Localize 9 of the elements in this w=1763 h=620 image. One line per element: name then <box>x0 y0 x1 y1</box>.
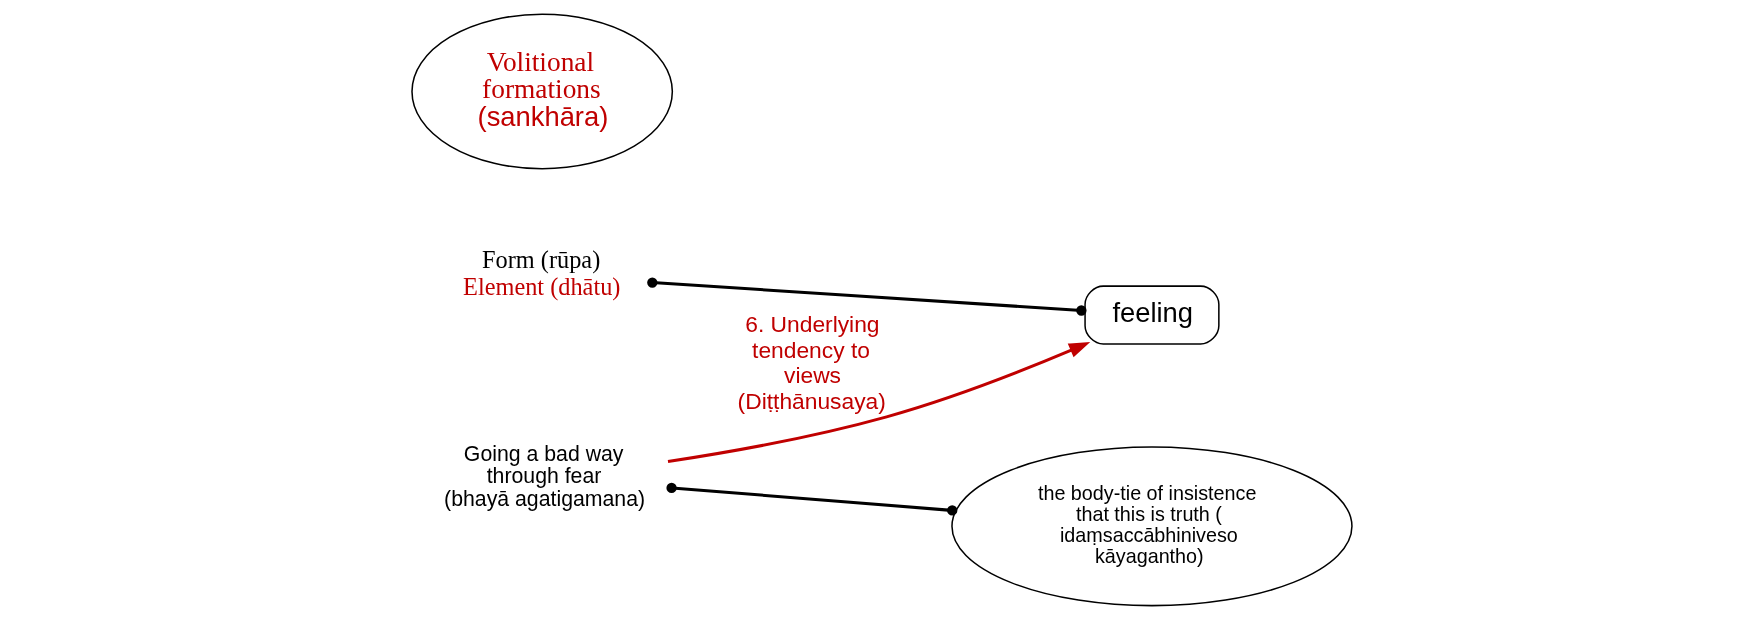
node-text: Going a bad way through fear (bhayā agatigamana) <box>443 441 645 512</box>
connector <box>646 277 1087 316</box>
connector <box>665 482 957 516</box>
arrow <box>667 342 1090 464</box>
node-ellipse: Volitional formations (sankhāra) <box>410 13 673 170</box>
node-box: feeling <box>1083 285 1220 345</box>
node-text: Form (rūpa) Element (dhātu) <box>462 245 620 300</box>
node-ellipse: the body-tie of insistence that this is truth ( idaṃsaccābhiniveso kāyagantho) <box>950 446 1353 607</box>
edge-label: 6. Underlying tendency to views (Diṭṭhānusaya) <box>737 310 886 415</box>
